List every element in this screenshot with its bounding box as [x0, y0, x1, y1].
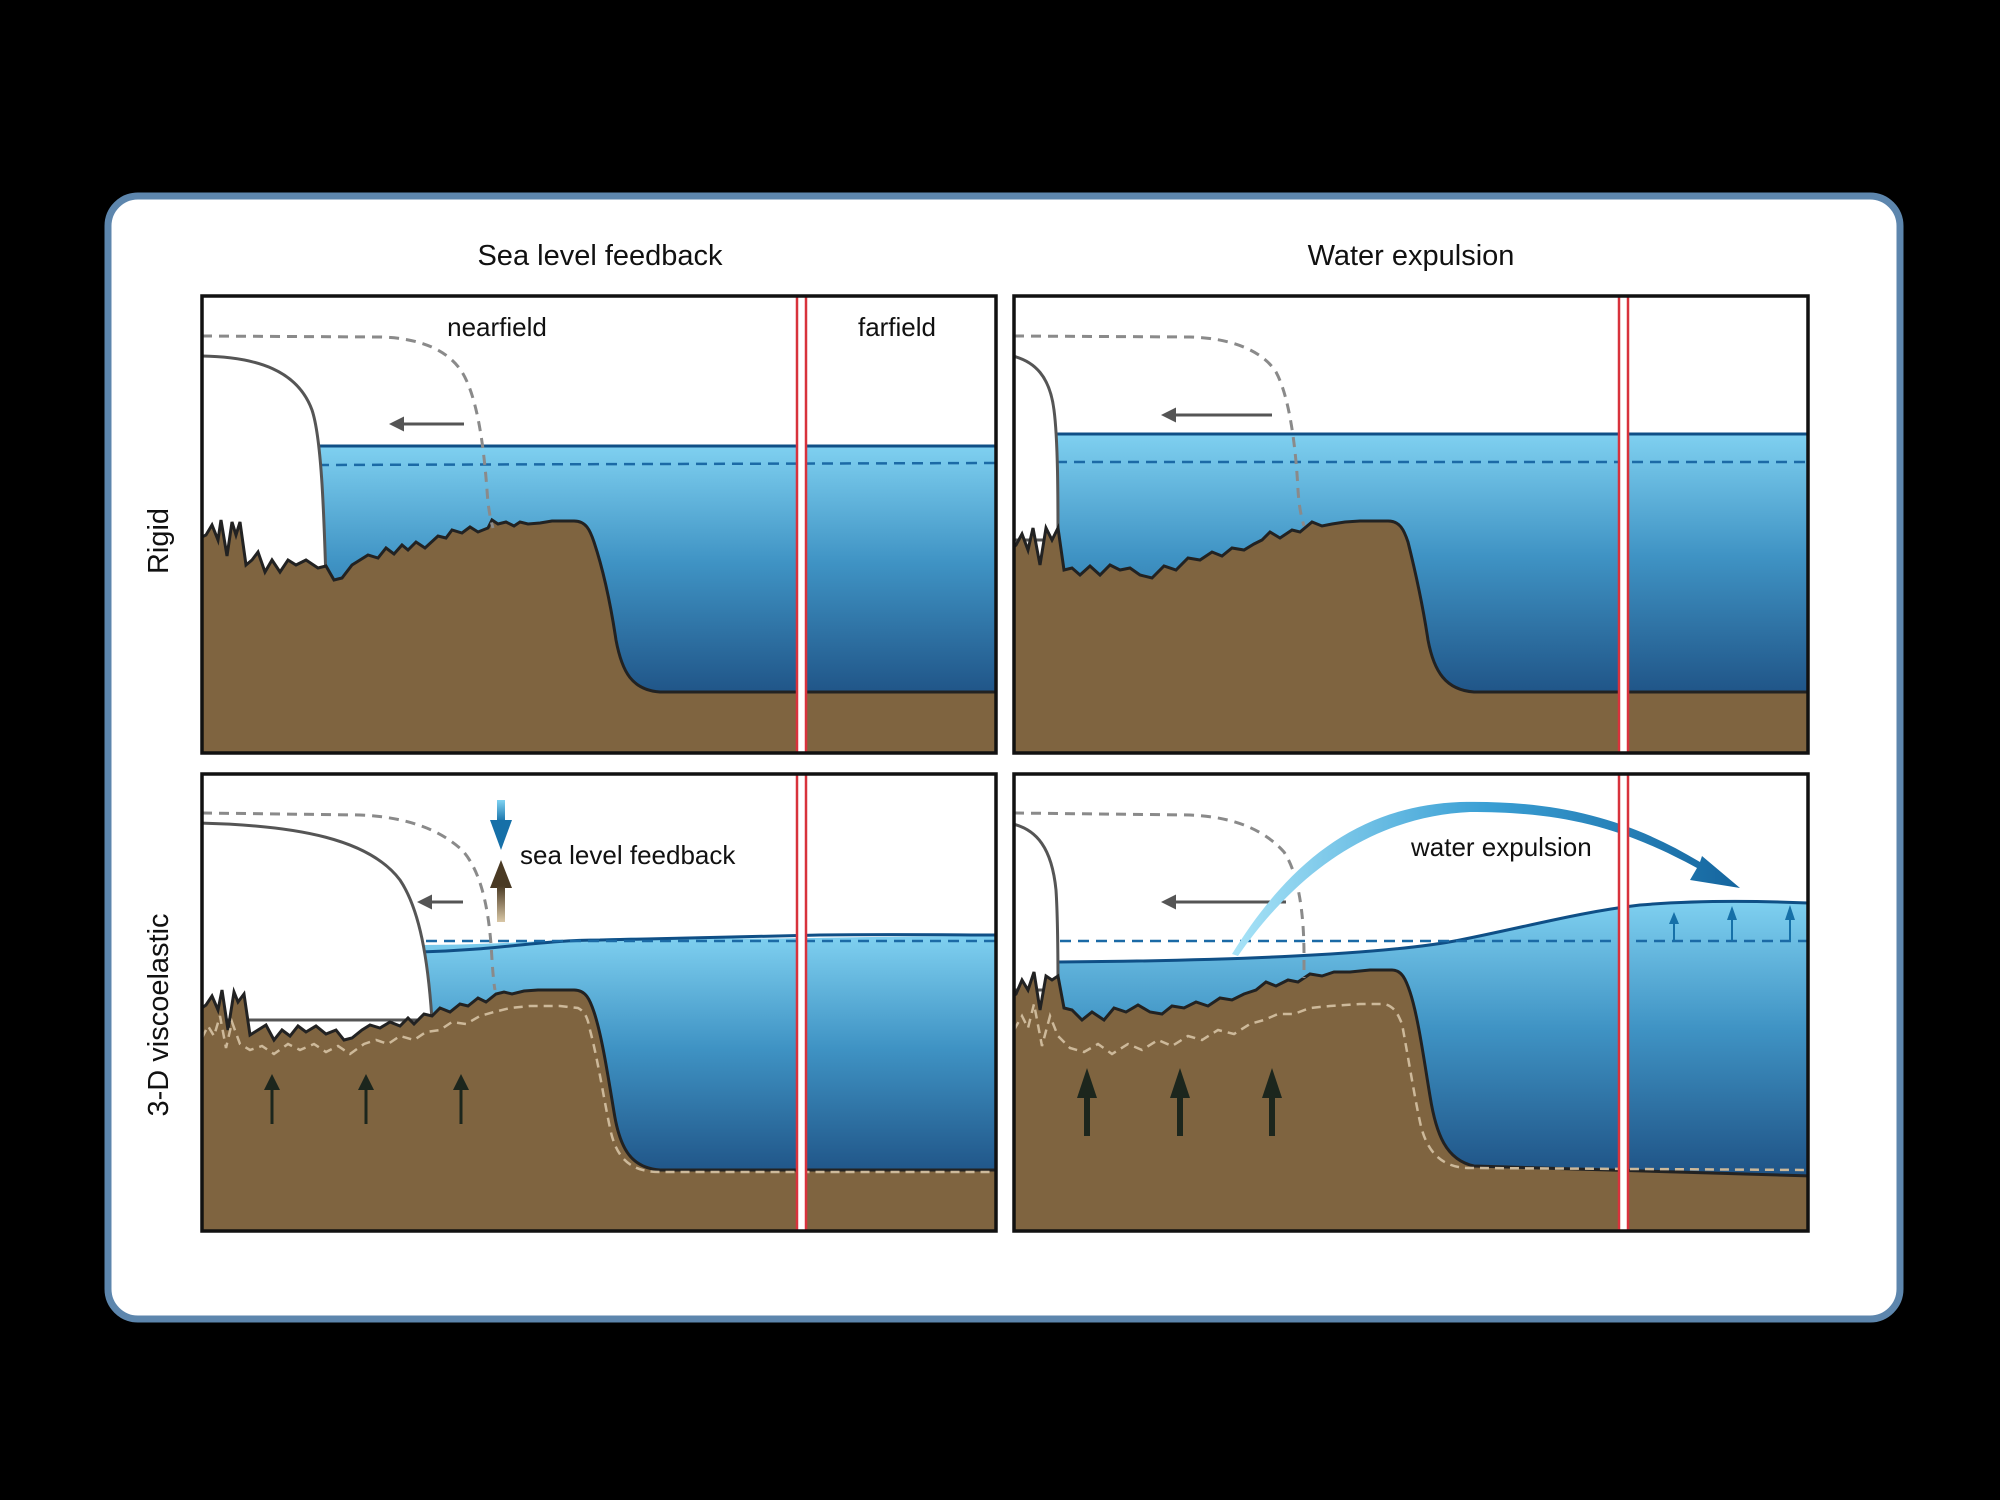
water-expulsion-arrow: [1232, 801, 1740, 956]
farfield-marker: [795, 774, 808, 1231]
sea-surface-line: [1057, 899, 1808, 964]
label-farfield: farfield: [858, 312, 936, 342]
original-bed-dashed: [202, 1004, 996, 1174]
panel-viscoelastic-sea-level-feedback: sea level feedback: [200, 772, 998, 1233]
uplift-arrows: [1077, 1068, 1282, 1136]
former-ice-margin-dashed: [202, 334, 495, 529]
uplift-arrow-icon: [1170, 1068, 1190, 1136]
uplift-arrow-icon: [1262, 1068, 1282, 1136]
previous-sea-level-dashed: [317, 461, 996, 467]
land-bedrock: [1014, 519, 1808, 753]
small-rise-arrow-icon: [1669, 912, 1679, 941]
column-title-water-expulsion: Water expulsion: [1308, 240, 1515, 272]
label-sea-level-feedback: sea level feedback: [520, 840, 736, 870]
farfield-marker: [1617, 774, 1630, 1231]
land-bedrock: [1014, 968, 1808, 1231]
row-title-viscoelastic: 3-D viscoelastic: [143, 913, 175, 1116]
panel-viscoelastic-water-expulsion: water expulsion: [1012, 772, 1810, 1233]
sea-rise-arrows: [1669, 905, 1795, 941]
uplift-arrow-icon: [1077, 1068, 1097, 1136]
small-rise-arrow-icon: [1727, 906, 1737, 941]
ice-sheet: [202, 821, 434, 1022]
uplift-arrow-icon: [453, 1074, 469, 1124]
former-ice-margin-dashed: [202, 811, 497, 991]
panel-rigid-water-expulsion: [1012, 294, 1810, 755]
row-title-rigid: Rigid: [143, 508, 175, 574]
uplift-arrows: [264, 1074, 469, 1124]
panel-rigid-sea-level-feedback: nearfield farfield: [200, 294, 998, 755]
farfield-marker: [795, 296, 808, 753]
uplift-arrow-icon: [358, 1074, 374, 1124]
label-nearfield: nearfield: [447, 312, 547, 342]
original-bed-dashed: [1014, 1002, 1808, 1172]
farfield-marker: [1617, 296, 1630, 753]
sea-surface-line: [419, 933, 996, 954]
column-title-sea-level-feedback: Sea level feedback: [477, 240, 723, 272]
small-rise-arrow-icon: [1785, 905, 1795, 941]
former-ice-margin-dashed: [1014, 334, 1306, 527]
label-water-expulsion: water expulsion: [1410, 832, 1592, 862]
ice-sheet: [1014, 354, 1060, 542]
uplift-arrow-icon: [264, 1074, 280, 1124]
sea-level-feedback-arrows-icon: [490, 800, 512, 922]
